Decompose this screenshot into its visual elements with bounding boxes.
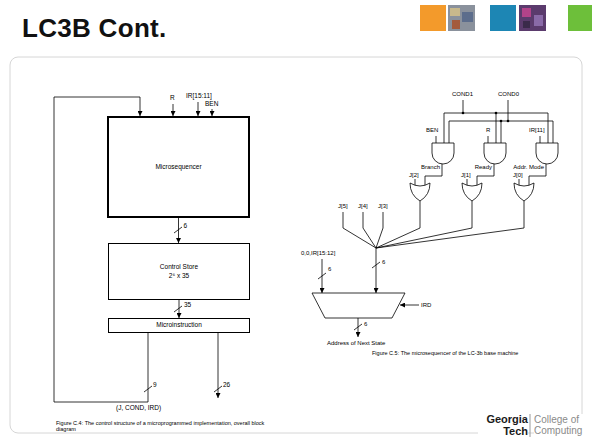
signal-name: J[3] <box>378 203 388 209</box>
signal-name: 0,0,IR[15:12] <box>301 250 335 256</box>
control-store-box: Control Store2⁶ x 35 <box>108 243 250 300</box>
signal-name: J[0] <box>513 172 523 178</box>
field-names: (J, COND, IRD) <box>116 405 161 412</box>
box-sublabel: 2⁶ x 35 <box>169 272 189 280</box>
logo-divider <box>530 414 531 437</box>
or-gate <box>410 183 534 201</box>
logo-subtitle: College of Computing <box>534 414 590 436</box>
logo-wordmark: Georgia Tech <box>478 414 528 437</box>
box-label: Microsequencer <box>155 163 201 171</box>
signal-name: IR[15:11] <box>186 93 212 100</box>
box-label: Control Store <box>160 263 198 271</box>
signal-name: BEN <box>205 101 218 108</box>
signal-name: COND1 <box>452 91 473 97</box>
signal-name: IR[11] <box>529 127 545 133</box>
connector <box>178 218 179 243</box>
bus-width: 6 <box>364 321 367 327</box>
content-panel <box>10 57 582 433</box>
bus-width: 6 <box>382 259 385 265</box>
signal-name: J[5] <box>338 203 348 209</box>
bus-width: 6 <box>184 223 188 230</box>
and-gate <box>432 143 558 164</box>
box-label: Microinstruction <box>156 321 202 329</box>
photo-square <box>519 5 546 31</box>
signal-name: J[1] <box>461 172 471 178</box>
signal-name: IRD <box>421 302 431 308</box>
multiplexer <box>312 293 405 318</box>
orange-square <box>420 5 446 31</box>
signal-name: J[2] <box>409 172 419 178</box>
figure-caption: Figure C.5: The microsequencer of the LC… <box>372 350 537 356</box>
slide-title: LC3B Cont. <box>22 15 167 41</box>
junction-dots <box>462 112 510 123</box>
signal-name: R <box>170 95 175 102</box>
teal-square <box>490 5 516 31</box>
bus-width: 9 <box>153 382 157 389</box>
signal-name: J[4] <box>358 203 368 209</box>
microsequencer-box: Microsequencer <box>107 116 250 218</box>
figure-caption: Figure C.4: The control structure of a m… <box>56 420 281 433</box>
bus-width: 35 <box>184 302 191 309</box>
signal-name: COND0 <box>498 91 519 97</box>
signal-name: R <box>486 127 490 133</box>
photo-square <box>448 5 475 31</box>
bus-width: 6 <box>328 266 331 272</box>
connector <box>179 300 180 318</box>
gate-output-name: Addr. Mode <box>506 164 544 171</box>
microinstruction-box: Microinstruction <box>108 318 250 333</box>
signal-name: BEN <box>426 127 438 133</box>
bus-width: 26 <box>223 382 230 389</box>
output-name: Address of Next State <box>327 340 385 346</box>
gate-output-name: Ready <box>454 164 492 171</box>
green-square <box>568 5 592 31</box>
gate-output-name: Branch <box>402 164 440 171</box>
